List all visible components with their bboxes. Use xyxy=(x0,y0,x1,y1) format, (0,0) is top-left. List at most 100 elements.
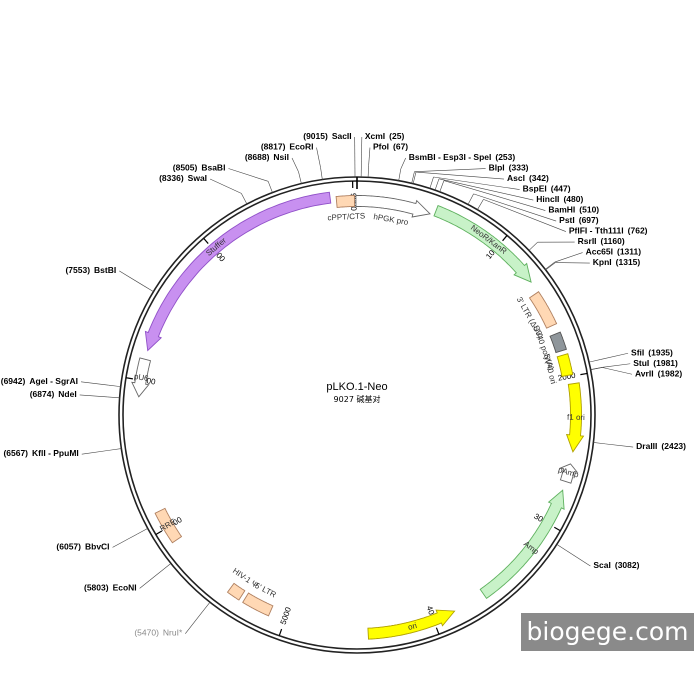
site-tick xyxy=(545,261,555,270)
tick-8000 xyxy=(203,237,209,244)
feature-hpgk xyxy=(355,195,431,218)
site-tick xyxy=(412,171,417,184)
site-tick xyxy=(267,181,273,193)
site-label: (9015)SacII xyxy=(303,131,351,141)
site-tick xyxy=(439,180,445,192)
site-position: (480) xyxy=(563,194,583,204)
site-tick xyxy=(137,528,148,535)
feature-ltr3 xyxy=(528,291,558,329)
feature-label-ori: ori xyxy=(407,621,418,632)
tick-2000 xyxy=(580,372,588,376)
site-label: RsrII (1160) xyxy=(578,236,625,246)
site-position: (5803) xyxy=(84,583,109,593)
site-name: BspEI xyxy=(523,184,547,194)
site-position: (762) xyxy=(628,226,648,236)
site-label: XcmI(25) xyxy=(365,131,405,141)
site-label: BspEI(447) xyxy=(523,184,571,194)
site-name: PstI xyxy=(559,215,575,225)
site-position: (253) xyxy=(495,152,515,162)
backbone-layer xyxy=(118,176,596,654)
site-leader xyxy=(600,352,629,360)
site-tick xyxy=(528,241,538,251)
site-position: (1935) xyxy=(648,348,673,358)
site-leader xyxy=(209,178,242,194)
site-label: Acc65I(1311) xyxy=(586,247,642,257)
site-tick xyxy=(590,367,603,371)
site-label: KpnI(1315) xyxy=(593,257,641,267)
site-name: BlpI xyxy=(489,163,505,173)
site-label: (5470)NruI* xyxy=(134,628,183,638)
site-tick xyxy=(434,178,440,191)
site-position: (6942) xyxy=(1,376,26,386)
site-position: (67) xyxy=(393,142,408,152)
tick-6000 xyxy=(155,530,163,536)
site-label: AscI(342) xyxy=(507,173,549,183)
tick-label-5000: 5000 xyxy=(279,605,294,625)
site-leader xyxy=(605,443,634,448)
site-tick xyxy=(398,168,402,181)
site-leader xyxy=(602,363,631,368)
site-name: AvrII xyxy=(635,369,654,379)
site-position: (25) xyxy=(389,131,404,141)
site-position: (6057) xyxy=(56,542,81,552)
site-position: (8336) xyxy=(159,173,184,183)
site-tick xyxy=(477,199,484,210)
feature-label-cppt: cPPT/CTS xyxy=(327,211,365,222)
site-name: PflFI - Tth111I xyxy=(569,226,624,236)
site-leader xyxy=(112,533,138,548)
site-position: (697) xyxy=(579,215,599,225)
site-label: (8505)BsaBI xyxy=(173,163,226,173)
site-position: (8505) xyxy=(173,163,198,173)
site-name: RsrII xyxy=(578,236,597,246)
tick-label-7000: 7000 xyxy=(137,375,157,387)
site-position: (6874) xyxy=(30,389,55,399)
site-label: PstI (697) xyxy=(559,215,599,225)
site-label: BsmBI - Esp3I - SpeI(253) xyxy=(409,152,516,162)
site-tick xyxy=(429,176,434,189)
site-position: (1311) xyxy=(617,247,641,257)
feature-pu6 xyxy=(131,357,152,398)
site-label: PfoI (67) xyxy=(373,142,408,152)
site-position: (333) xyxy=(509,163,529,173)
feature-ltr5 xyxy=(242,592,274,617)
feature-neo xyxy=(433,205,532,283)
site-leader xyxy=(139,570,162,589)
site-leader xyxy=(443,180,546,211)
site-position: (6567) xyxy=(3,448,28,458)
tick-1000 xyxy=(502,235,508,242)
feature-label-hpgk: hPGK pro xyxy=(373,212,410,227)
site-leader xyxy=(81,449,110,455)
site-position: (3082) xyxy=(615,560,640,570)
site-name: PfoI xyxy=(373,142,389,152)
site-label: BlpI (333) xyxy=(489,163,529,173)
feature-rre xyxy=(154,507,183,544)
site-tick xyxy=(467,193,474,205)
site-leader xyxy=(433,176,520,190)
site-tick xyxy=(556,544,568,552)
site-tick xyxy=(161,563,172,572)
tick-7000 xyxy=(125,377,133,380)
site-tick xyxy=(298,171,302,184)
site-position: (1160) xyxy=(601,236,625,246)
site-label: (6567)KflI - PpuMI xyxy=(3,448,78,458)
site-name: BsaBI xyxy=(201,163,225,173)
site-leader xyxy=(79,394,108,398)
site-leader xyxy=(368,147,371,166)
site-label: (6057)BbvCI xyxy=(56,542,109,552)
site-leader xyxy=(554,252,583,263)
site-label: ScaI(3082) xyxy=(593,560,639,570)
site-name: BamHI xyxy=(548,205,575,215)
site-label: (7553)BstBI xyxy=(65,265,116,275)
site-tick xyxy=(588,359,601,363)
site-name: StuI xyxy=(633,358,649,368)
site-position: (1981) xyxy=(653,358,678,368)
site-position: (8817) xyxy=(261,142,286,152)
site-label: (5803)EcoNI xyxy=(84,583,137,593)
feature-stuffer xyxy=(144,191,332,352)
site-tick xyxy=(545,262,556,271)
backbone-outer-ring xyxy=(118,176,596,654)
site-leader xyxy=(473,193,557,222)
feature-f1ori xyxy=(565,382,585,453)
site-name: AscI xyxy=(507,173,525,183)
site-position: (1982) xyxy=(658,369,683,379)
